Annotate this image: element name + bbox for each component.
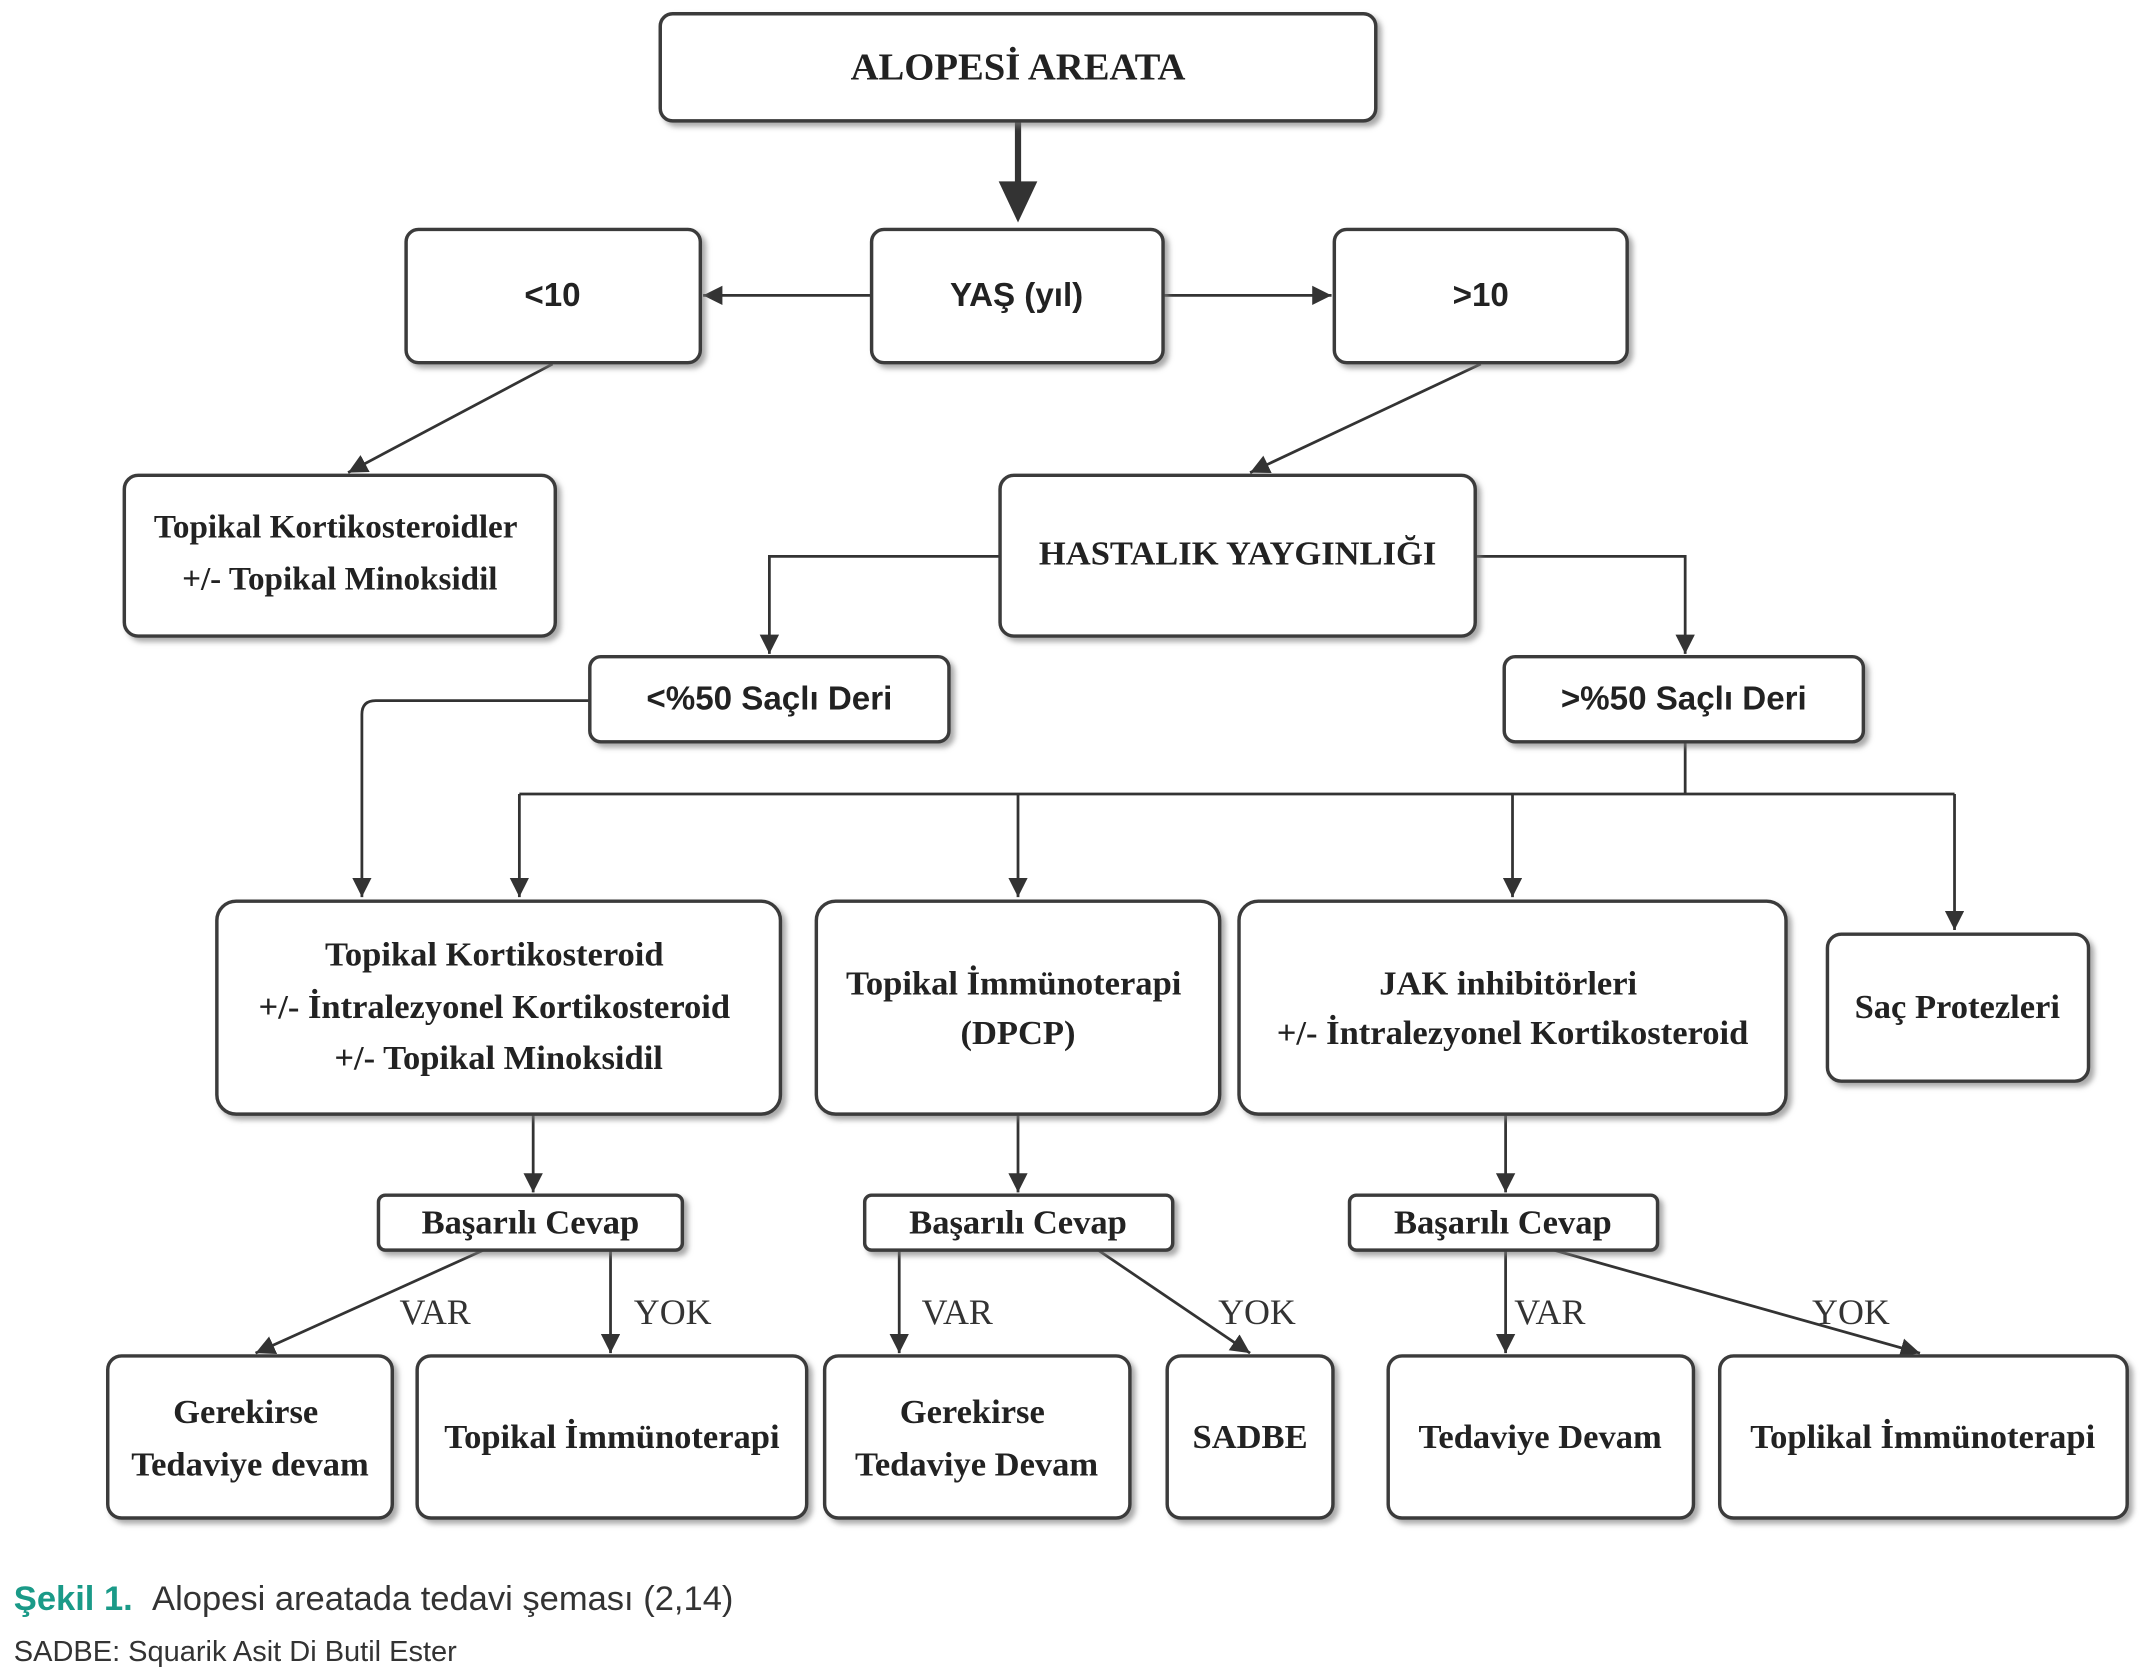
node-label-line: +/- İntralezyonel Kortikosteroid (1277, 1014, 1749, 1052)
node-outcome-3-no: Toplikal İmmünoterapi (1717, 1354, 2129, 1520)
node-label: Gerekirse Tedaviye Devam (855, 1393, 1099, 1483)
node-label-line: Topikal İmmünoterapi (846, 965, 1182, 1003)
node-label: SADBE (1193, 1418, 1308, 1456)
node-label-line: (DPCP) (961, 1014, 1076, 1052)
node-label: Topikal Kortikosteroidler +/- Topikal Mi… (154, 510, 526, 598)
node-outcome-2-no: SADBE (1165, 1354, 1335, 1520)
arrow-under10-to-treatment (347, 362, 554, 474)
node-outcome-1-no: Topikal İmmünoterapi (415, 1354, 809, 1520)
node-label: Tedaviye Devam (1419, 1418, 1663, 1456)
node-label-line: +/- Topikal Minoksidil (182, 562, 497, 598)
node-label: <%50 Saçlı Deri (646, 681, 892, 718)
edge-label-yes: VAR (400, 1292, 471, 1332)
node-label-line: Tedaviye devam (131, 1445, 369, 1483)
arrow-response2-no (1097, 1248, 1251, 1355)
node-label: Toplikal İmmünoterapi (1750, 1418, 2095, 1456)
caption-figure-label: Şekil 1. (14, 1580, 133, 1618)
node-box (814, 899, 1222, 1116)
node-box (415, 1354, 809, 1520)
edge-label-yes: VAR (1514, 1292, 1585, 1332)
node-extent-over50: >%50 Saçlı Deri (1502, 654, 1866, 744)
arrow-over10-to-extent (1249, 362, 1482, 474)
node-outcome-2-yes: Gerekirse Tedaviye Devam (822, 1354, 1132, 1520)
node-topical-corticosteroid: Topikal Kortikosteroid +/- İntralezyonel… (215, 899, 783, 1116)
node-label: ALOPESİ AREATA (851, 46, 1186, 88)
figure-caption: Şekil 1. Alopesi areatada tedavi şeması … (14, 1580, 734, 1668)
node-box (822, 1354, 1132, 1520)
node-label-line: Topikal Kortikosteroid (325, 936, 664, 974)
node-response-1: Başarılı Cevap VAR YOK (376, 1193, 712, 1332)
node-label-line: Tedaviye Devam (855, 1445, 1099, 1483)
node-label: >%50 Saçlı Deri (1561, 681, 1807, 718)
node-label: Topikal İmmünoterapi (444, 1418, 780, 1456)
node-under10-treatment: Topikal Kortikosteroidler +/- Topikal Mi… (122, 473, 558, 638)
node-extent-under50: <%50 Saçlı Deri (588, 654, 951, 744)
node-box (215, 899, 783, 1116)
node-box (1502, 654, 1866, 744)
node-response-3: Başarılı Cevap VAR YOK (1347, 1193, 1890, 1332)
node-label: <10 (524, 277, 580, 314)
node-box (1165, 1354, 1335, 1520)
edge-label-no: YOK (1812, 1292, 1890, 1332)
node-hair-prosthesis: Saç Protezleri (1825, 932, 2091, 1083)
caption-text: Alopesi areatada tedavi şeması (2,14) (152, 1580, 733, 1618)
node-label-line: Gerekirse (173, 1393, 318, 1431)
node-label-line: +/- Topikal Minoksidil (334, 1039, 663, 1077)
arrow-extent-to-over50 (1475, 555, 1695, 654)
node-box (862, 1193, 1175, 1252)
node-label-line: Topikal Kortikosteroidler (154, 510, 518, 546)
node-age-over10: >10 (1332, 227, 1629, 365)
node-label: JAK inhibitörleri +/- İntralezyonel Kort… (1277, 965, 1749, 1052)
node-box (106, 1354, 395, 1520)
node-label-line: +/- İntralezyonel Kortikosteroid (259, 988, 731, 1026)
arrow-root-to-age-head (998, 181, 1038, 223)
node-label: Başarılı Cevap (909, 1204, 1127, 1242)
node-box (588, 654, 951, 744)
edge-label-yes: VAR (922, 1292, 993, 1332)
node-label: Başarılı Cevap (422, 1204, 640, 1242)
node-label: Başarılı Cevap (1394, 1204, 1612, 1242)
node-root: ALOPESİ AREATA (658, 12, 1378, 123)
arrow-extent-to-under50 (759, 555, 1001, 654)
node-age: YAŞ (yıl) (869, 227, 1165, 365)
edge-label-no: YOK (1218, 1292, 1296, 1332)
node-box (869, 227, 1165, 365)
abbreviation-note: SADBE: Squarik Asit Di Butil Ester (14, 1636, 457, 1668)
node-label: YAŞ (yıl) (950, 277, 1083, 314)
node-label: Saç Protezleri (1855, 988, 2061, 1026)
node-box (1237, 899, 1788, 1116)
edge-label-no: YOK (634, 1292, 712, 1332)
node-extent: HASTALIK YAYGINLIĞI (998, 473, 1477, 638)
node-box (122, 473, 558, 638)
node-jak-inhibitors: JAK inhibitörleri +/- İntralezyonel Kort… (1237, 899, 1788, 1116)
arrow-under50-to-topical-cs (352, 699, 590, 898)
node-outcome-1-yes: Gerekirse Tedaviye devam (106, 1354, 395, 1520)
node-topical-immunotherapy: Topikal İmmünoterapi (DPCP) (814, 899, 1222, 1116)
node-box (376, 1193, 685, 1252)
arrow-response1-yes (254, 1248, 485, 1355)
node-age-under10: <10 (404, 227, 703, 365)
node-label-line: Gerekirse (900, 1393, 1045, 1431)
node-box (1717, 1354, 2129, 1520)
connectors (254, 120, 1965, 1358)
node-outcome-3-yes: Tedaviye Devam (1386, 1354, 1696, 1520)
node-label-line: JAK inhibitörleri (1379, 965, 1637, 1003)
node-box (1825, 932, 2091, 1083)
node-label: Topikal Kortikosteroid +/- İntralezyonel… (259, 936, 739, 1077)
caption-line: Şekil 1. Alopesi areatada tedavi şeması … (14, 1580, 734, 1618)
node-box (1386, 1354, 1696, 1520)
node-box (658, 12, 1378, 123)
node-response-2: Başarılı Cevap VAR YOK (862, 1193, 1296, 1332)
node-box (998, 473, 1477, 638)
node-label: Gerekirse Tedaviye devam (131, 1393, 369, 1483)
node-box (1332, 227, 1629, 365)
node-label: Topikal İmmünoterapi (DPCP) (846, 965, 1190, 1052)
node-box (404, 227, 703, 365)
node-box (1347, 1193, 1660, 1252)
arrow-response3-no (1553, 1248, 1921, 1358)
node-label: HASTALIK YAYGINLIĞI (1039, 535, 1436, 573)
node-label: >10 (1453, 277, 1509, 314)
